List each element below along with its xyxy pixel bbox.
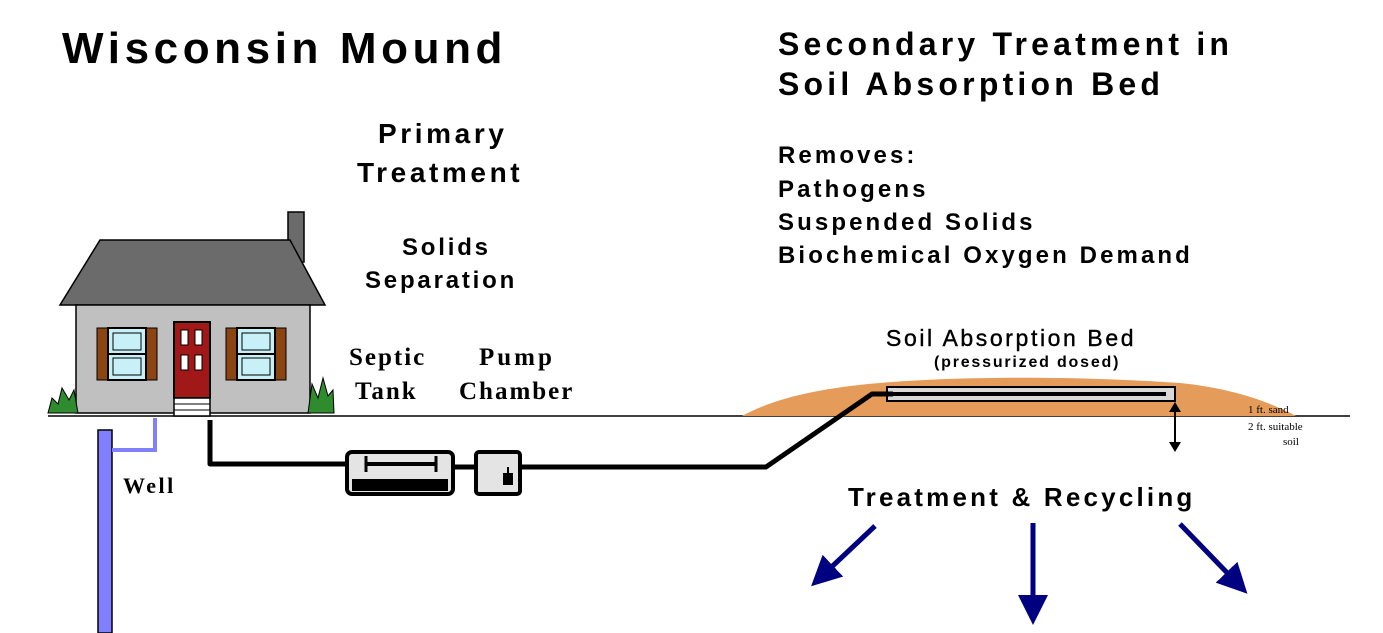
primary-treatment-line2: Treatment <box>357 157 524 188</box>
removes-heading: Removes: <box>778 142 918 169</box>
bed-title: Soil Absorption Bed <box>886 325 1137 351</box>
arrow-down-right <box>1178 522 1248 594</box>
primary-treatment-line1: Primary <box>378 118 508 149</box>
well <box>97 418 157 633</box>
bed-subtitle: (pressurized dosed) <box>934 354 1121 371</box>
roof <box>58 239 327 306</box>
solids-separation-line1: Solids <box>402 234 491 261</box>
shrub-right <box>307 376 335 414</box>
pump-chamber-label-line2: Chamber <box>459 378 575 405</box>
secondary-heading-line2: Soil Absorption Bed <box>778 66 1165 102</box>
sand-depth-label: 1 ft. sand <box>1248 404 1289 416</box>
pressure-line <box>520 391 893 470</box>
pump-chamber-label-line1: Pump <box>479 344 555 371</box>
soil-depth-label-line1: 2 ft. suitable <box>1248 421 1303 433</box>
well-label: Well <box>123 473 176 498</box>
secondary-heading-line1: Secondary Treatment in <box>778 26 1234 62</box>
front-steps <box>173 397 211 417</box>
shrub-left <box>47 386 79 414</box>
removes-item: Biochemical Oxygen Demand <box>778 242 1193 269</box>
septic-tank-label-line2: Tank <box>355 378 418 405</box>
pump-chamber <box>474 450 522 496</box>
treatment-recycling-label: Treatment & Recycling <box>848 482 1196 512</box>
removes-item: Pathogens <box>778 176 929 203</box>
septic-tank <box>345 450 455 496</box>
house <box>47 211 335 417</box>
door <box>173 321 211 399</box>
effluent-pipe <box>207 420 347 467</box>
septic-tank-label-line1: Septic <box>349 344 427 371</box>
solids-separation-line2: Separation <box>365 267 518 294</box>
depth-indicator <box>1169 402 1181 452</box>
arrow-down-left <box>811 524 877 587</box>
soil-depth-label-line2: soil <box>1283 436 1299 448</box>
removes-item: Suspended Solids <box>778 209 1036 236</box>
diagram-title: Wisconsin Mound <box>62 24 508 73</box>
